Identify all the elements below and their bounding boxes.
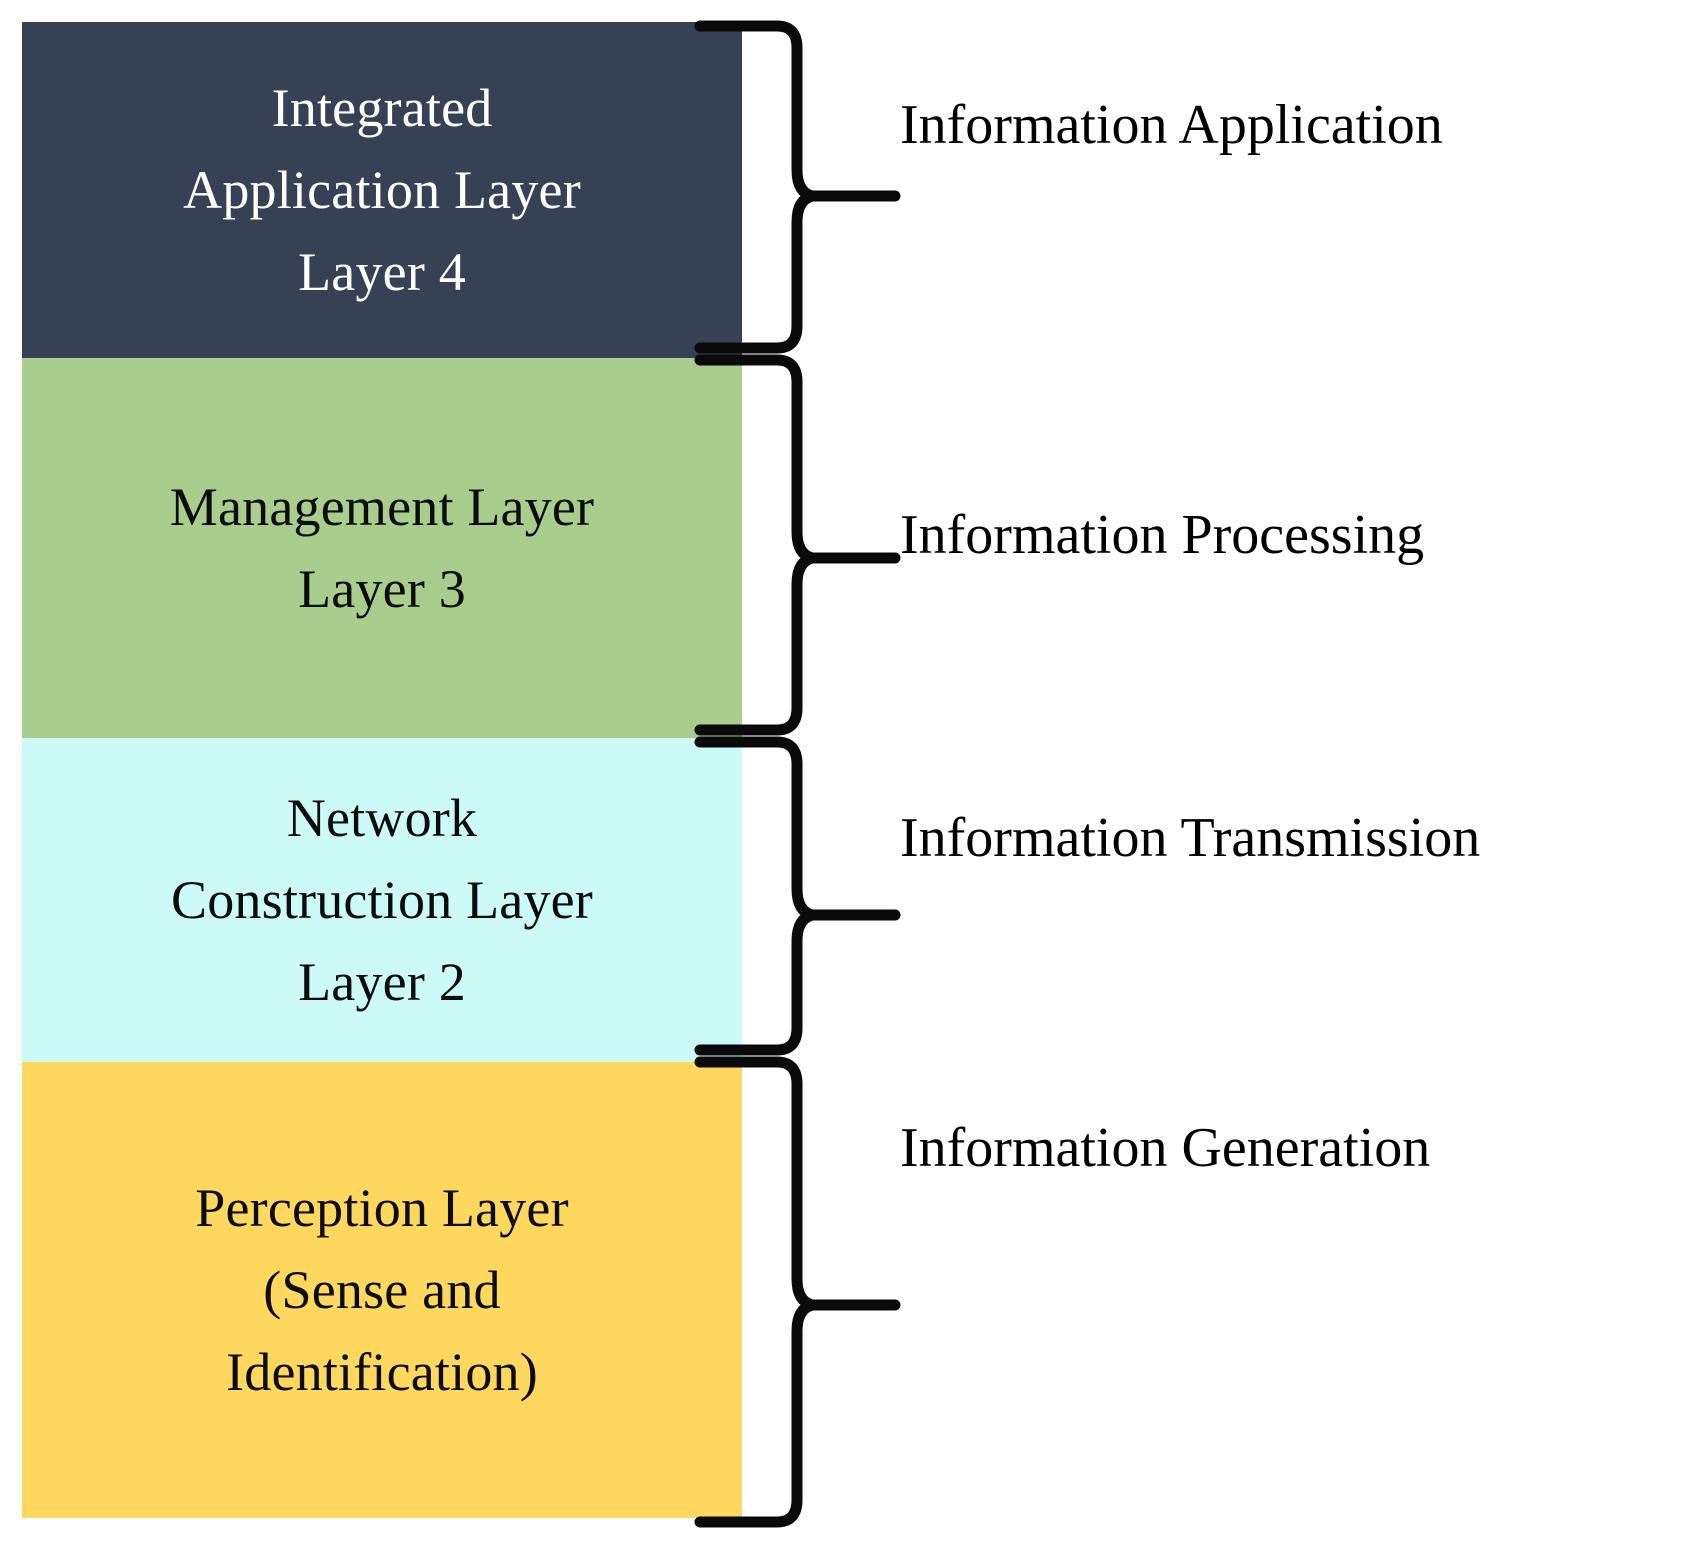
layer-block-perception: Perception Layer (Sense and Identificati… [22, 1062, 742, 1518]
layer-block-management: Management Layer Layer 3 [22, 358, 742, 738]
layer-block-integrated-application: Integrated Application Layer Layer 4 [22, 22, 742, 358]
layer-block-line: Network [286, 787, 478, 848]
layer-block-line: Management Layer [169, 476, 595, 537]
layer-block-line: (Sense and [263, 1259, 501, 1320]
layer-block-line: Layer 3 [298, 559, 466, 619]
layer-block-line: Identification) [226, 1342, 538, 1403]
layer-block-network-construction: Network Construction Layer Layer 2 [22, 738, 742, 1062]
category-label-information-transmission: Information Transmission [900, 807, 1481, 869]
layer-block-line: Perception Layer [195, 1177, 569, 1238]
layer-block-line: Layer 4 [298, 242, 466, 303]
layer-block-line: Construction Layer [171, 869, 593, 930]
category-label-information-application: Information Application [900, 94, 1443, 156]
layer-block-line: Layer 2 [298, 952, 466, 1013]
category-label-information-processing: Information Processing [900, 504, 1425, 566]
layer-stack: Integrated Application Layer Layer 4 Man… [22, 22, 742, 1518]
layer-block-line: Integrated [271, 77, 493, 138]
category-label-information-generation: Information Generation [900, 1117, 1431, 1179]
layer-block-line: Application Layer [183, 159, 581, 220]
